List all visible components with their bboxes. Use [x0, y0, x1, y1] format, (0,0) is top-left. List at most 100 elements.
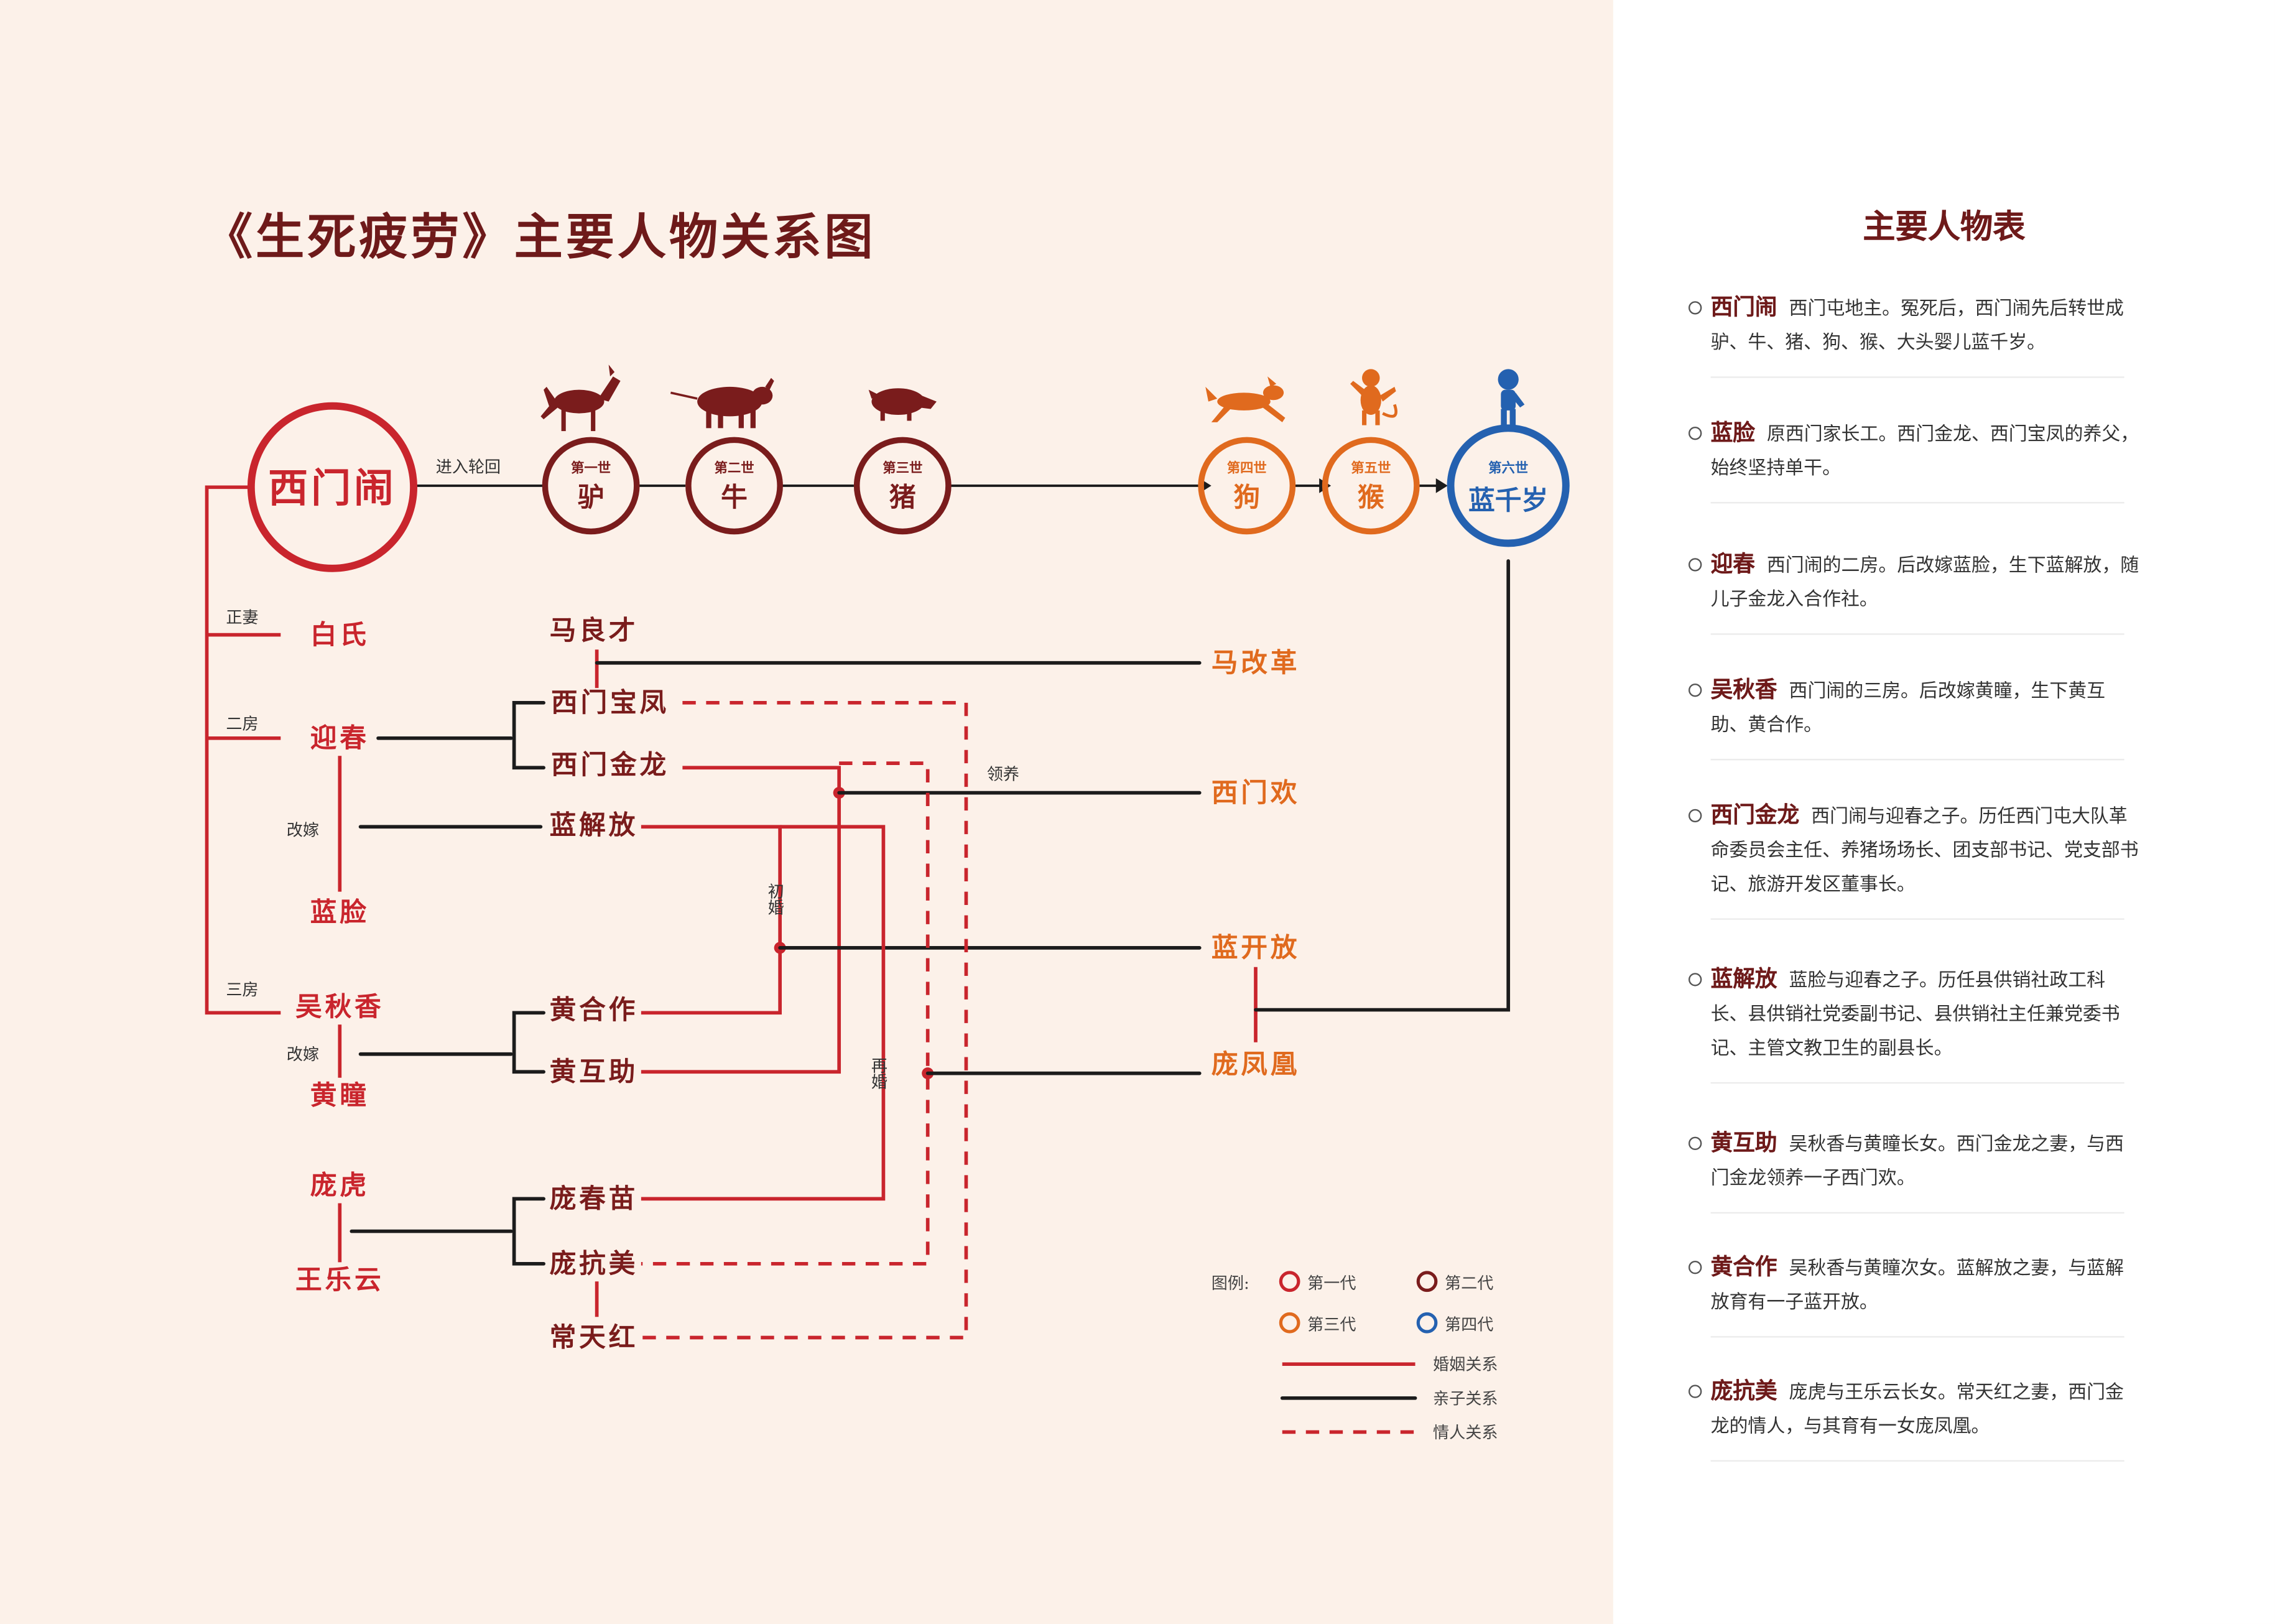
- legend-gen4-swatch: [1416, 1312, 1438, 1334]
- stage-circle-3: [853, 437, 952, 535]
- marriage-line-jinlong-huzhu: [641, 766, 841, 1074]
- person-baishi: 白氏: [310, 619, 369, 651]
- stage-gen-4: 第四世: [1227, 460, 1267, 476]
- marriage-line-jiefang-hezuo: [641, 825, 782, 1015]
- divider: [1710, 918, 2124, 920]
- divider: [1710, 1336, 2124, 1338]
- pig-icon: [868, 388, 937, 421]
- bullet-icon: [1688, 683, 1702, 697]
- person-ximenhuan: 西门欢: [1212, 777, 1300, 809]
- boy-icon: [1498, 369, 1525, 425]
- stage-name-4: 狗: [1233, 482, 1260, 513]
- legend: 图例: 第一代 第二代 第三代 第四代 婚姻关系 亲子关系 情人关系: [1212, 1271, 1498, 1442]
- character-entry: 吴秋香西门闹的三房。后改嫁黄瞳，生下黄互助、黄合作。: [1688, 673, 2139, 761]
- origin-circle: [247, 402, 418, 572]
- person-wuqiuxiang: 吴秋香: [295, 991, 384, 1023]
- label-remarry-2: 改嫁: [287, 1046, 319, 1064]
- legend-gen3-swatch: [1279, 1312, 1300, 1334]
- person-changtianhong: 常天红: [550, 1322, 639, 1353]
- stage-name-1: 驴: [578, 482, 605, 513]
- child-bracket-ximen: [512, 700, 545, 770]
- child-bracket-pang: [512, 1197, 545, 1266]
- person-yingchun: 迎春: [310, 723, 369, 754]
- marriage-line-trunk: [205, 485, 281, 1015]
- legend-gen1-swatch: [1279, 1271, 1300, 1292]
- person-lanjiefang: 蓝解放: [550, 810, 639, 841]
- origin-name: 西门闹: [268, 465, 397, 512]
- divider: [1710, 759, 2124, 761]
- legend-marriage: 婚姻关系: [1433, 1356, 1498, 1375]
- person-pangkangmei: 庞抗美: [550, 1248, 639, 1279]
- stage-circle-1: [542, 437, 640, 535]
- character-entry: 西门金龙西门闹与迎春之子。历任西门屯大队革命委员会主任、养猪场场长、团支部书记、…: [1688, 799, 2139, 920]
- person-pangfenghuang: 庞凤凰: [1212, 1049, 1300, 1080]
- person-ximenbaofeng: 西门宝凤: [551, 687, 669, 718]
- entry-name: 蓝解放: [1710, 965, 1777, 993]
- entry-desc: 蓝脸与迎春之子。历任县供销社政工科长、县供销社党委副书记、县供销社主任兼党委书记…: [1710, 968, 2120, 1059]
- diagram-panel: [0, 0, 1613, 1624]
- lover-line-jinlong-kangmei: [641, 761, 930, 1266]
- stage-gen-1: 第一世: [571, 460, 611, 476]
- donkey-icon: [540, 364, 621, 432]
- person-huangtong: 黄瞳: [310, 1080, 369, 1111]
- person-huanghuzhu: 黄互助: [550, 1056, 639, 1087]
- label-wife-third: 三房: [226, 981, 258, 1000]
- entry-name: 庞抗美: [1710, 1377, 1777, 1404]
- stage-gen-2: 第二世: [714, 460, 754, 476]
- legend-title: 图例:: [1212, 1274, 1249, 1293]
- monkey-icon: [1350, 369, 1398, 425]
- bullet-icon: [1688, 1385, 1702, 1398]
- lover-line-baofeng-changtianhong: [641, 700, 968, 1340]
- character-entry: 黄互助吴秋香与黄瞳长女。西门金龙之妻，与西门金龙领养一子西门欢。: [1688, 1126, 2139, 1214]
- entry-desc: 原西门家长工。西门金龙、西门宝凤的养父，始终坚持单干。: [1710, 422, 2139, 479]
- parent-line-lanqiansui: [1254, 559, 1511, 1012]
- stage-gen-3: 第三世: [883, 460, 922, 476]
- person-lankaifang: 蓝开放: [1212, 932, 1300, 963]
- bullet-icon: [1688, 809, 1702, 823]
- legend-gen2-swatch: [1416, 1271, 1438, 1292]
- character-entry: 西门闹西门屯地主。冤死后，西门闹先后转世成驴、牛、猪、狗、猴、大头婴儿蓝千岁。: [1688, 291, 2139, 378]
- entry-desc: 庞虎与王乐云长女。常天红之妻，西门金龙的情人，与其育有一女庞凤凰。: [1710, 1380, 2124, 1437]
- label-first-marriage: 初婚: [765, 883, 784, 915]
- stage-circle-2: [685, 437, 783, 535]
- divider: [1710, 1212, 2124, 1214]
- character-table-title: 主要人物表: [1863, 208, 2026, 247]
- bullet-icon: [1688, 1136, 1702, 1151]
- person-lanlian: 蓝脸: [310, 897, 369, 928]
- bullet-icon: [1688, 301, 1702, 315]
- legend-gen1: 第一代: [1307, 1274, 1356, 1293]
- bullet-icon: [1688, 426, 1702, 440]
- person-pangchunmiao: 庞春苗: [550, 1184, 639, 1215]
- divider: [1710, 502, 2124, 504]
- person-panghu: 庞虎: [310, 1170, 369, 1201]
- child-bracket-huang: [512, 1011, 545, 1074]
- ox-icon: [670, 378, 774, 429]
- legend-parent-child: 亲子关系: [1433, 1390, 1498, 1408]
- divider: [1710, 1460, 2124, 1462]
- entry-name: 西门金龙: [1710, 801, 1800, 828]
- entry-desc: 西门闹与迎春之子。历任西门屯大队革命委员会主任、养猪场场长、团支部书记、党支部书…: [1710, 804, 2139, 895]
- stage-circle-4: [1198, 437, 1296, 535]
- person-wangleyun: 王乐云: [295, 1264, 384, 1296]
- stage-name-3: 猪: [889, 482, 916, 513]
- person-maliangcai: 马良才: [550, 615, 639, 646]
- person-ximenjinlong: 西门金龙: [551, 749, 669, 781]
- label-wife-second: 二房: [226, 715, 258, 734]
- arrow-head: [1435, 478, 1448, 493]
- entry-desc: 西门闹的三房。后改嫁黄瞳，生下黄互助、黄合作。: [1710, 679, 2106, 736]
- marriage-line-jiefang-chunmiao: [641, 825, 886, 1201]
- legend-gen3: 第三代: [1307, 1316, 1356, 1335]
- page-title: 《生死疲劳》主要人物关系图: [204, 208, 876, 266]
- label-wife-main: 正妻: [226, 609, 258, 628]
- entry-name: 蓝脸: [1710, 419, 1755, 446]
- relationship-diagram: 《生死疲劳》主要人物关系图 进入轮回 西门闹 第一世 驴 第二世 牛: [204, 208, 1570, 1442]
- label-remarry-1: 改嫁: [287, 821, 319, 840]
- stage-gen-6: 第六世: [1488, 460, 1528, 476]
- character-entry: 蓝解放蓝脸与迎春之子。历任县供销社政工科长、县供销社党委副书记、县供销社主任兼党…: [1688, 963, 2139, 1084]
- character-entry: 庞抗美庞虎与王乐云长女。常天红之妻，西门金龙的情人，与其育有一女庞凤凰。: [1688, 1375, 2139, 1462]
- entry-name: 西门闹: [1710, 294, 1777, 321]
- character-entry: 迎春西门闹的二房。后改嫁蓝脸，生下蓝解放，随儿子金龙入合作社。: [1688, 548, 2139, 635]
- stage-circle-6: [1447, 424, 1570, 547]
- stage-name-5: 猴: [1358, 482, 1384, 513]
- stage-circle-5: [1322, 437, 1420, 535]
